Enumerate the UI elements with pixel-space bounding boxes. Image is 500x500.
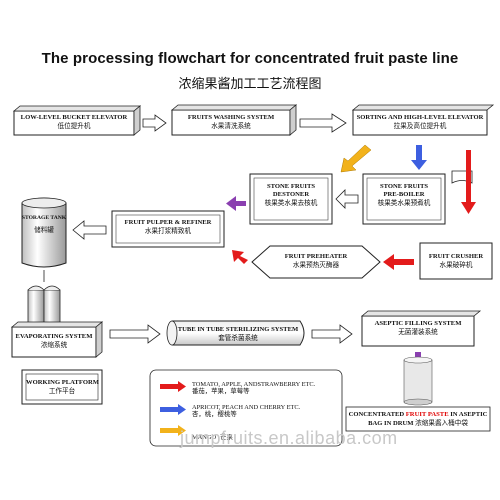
node-label-zh: 核果类水果去核机: [264, 199, 318, 207]
node-stone-fruits-destoner: STONE FRUITS DESTONER 核果类水果去核机: [254, 183, 328, 207]
node-sorting-high-level-elevator-shape: [351, 104, 495, 136]
legend-item-red: TOMATO, APPLE, ANDSTRAWBERRY ETC. 番茄，苹果，…: [192, 381, 315, 395]
node-label-zh: 拉果及高位提升机: [393, 122, 447, 130]
legend-arrow-blue: [160, 404, 186, 415]
node-label-en: PRE-BOILER: [383, 191, 425, 198]
node-label-zh: 水果打浆精致机: [144, 227, 192, 235]
node-label-en2: BAG IN DRUM 浓缩果酱入桶中袋: [346, 419, 490, 428]
node-label-en: WORKING PLATFORM: [26, 379, 99, 386]
red-arrow-crusher-to-preheater: [383, 254, 414, 270]
node-low-level-bucket-elevator: LOW-LEVEL BUCKET ELEVATOR 低位提升机: [14, 114, 134, 130]
node-label-en: EVAPORATING SYSTEM: [15, 333, 93, 340]
node-concentrated-fruit-paste-box: [345, 406, 491, 432]
page-subtitle: 浓缩果酱加工工艺流程图: [178, 77, 322, 92]
node-concentrated-fruit-paste: CONCENTRATED FRUIT PASTE IN ASEPTIC BAG …: [346, 411, 490, 428]
node-aseptic-filling-system: ASEPTIC FILLING SYSTEM 无菌灌装系统: [362, 320, 474, 336]
orange-arrow-sorting-to-destoner: [340, 144, 372, 173]
storage-tank-shape: [21, 197, 67, 268]
node-working-platform: WORKING PLATFORM 工作平台: [26, 379, 99, 395]
legend-en: APRICOT, PEACH AND CHERRY ETC.: [192, 404, 301, 411]
node-evaporating-system-shape: [10, 321, 104, 358]
node-label-zh: 浓缩系统: [40, 341, 68, 349]
node-fruit-crusher: FRUIT CRUSHER 水果破碎机: [420, 253, 492, 269]
arrow-bucket-to-washing: [142, 114, 167, 132]
node-label-zh: 核果类水果预煮机: [377, 199, 431, 207]
node-label-en: FRUITS WASHING SYSTEM: [187, 114, 275, 121]
node-label-zh: 低位提升机: [57, 122, 91, 130]
node-label-en: SORTING AND HIGH-LEVEL ELEVATOR: [356, 114, 484, 121]
label-highlight: FRUIT PASTE: [405, 411, 449, 418]
node-low-level-bucket-elevator-shape: [12, 105, 142, 136]
node-label-zh: 储料罐: [34, 226, 54, 234]
node-stone-fruits-preboiler-shape: [362, 173, 446, 225]
aseptic-drum-icon: [403, 356, 433, 406]
page-title: The processing flowchart for concentrate…: [41, 50, 459, 67]
label-part: BAG IN DRUM: [368, 420, 414, 427]
legend-zh: 芒果: [220, 433, 233, 441]
label-part: CONCENTRATED: [348, 411, 406, 418]
node-tube-in-tube-shape: [166, 320, 305, 346]
node-label-zh: 水果破碎机: [439, 261, 473, 269]
node-working-platform-shape: [21, 369, 103, 405]
legend-zh: 杏，桃，樱桃等: [192, 410, 237, 418]
node-fruit-preheater-shape: [251, 245, 381, 279]
label-part: IN ASEPTIC: [448, 411, 488, 418]
legend-zh: 番茄，苹果，草莓等: [192, 387, 250, 395]
node-label-zh: 水果预热灭酶器: [292, 261, 340, 269]
node-stone-fruits-destoner-shape: [249, 173, 333, 225]
node-fruit-preheater: FRUIT PREHEATER 水果预热灭酶器: [260, 253, 372, 269]
node-label-en: FRUIT PULPER & REFINER: [124, 219, 212, 226]
node-fruits-washing-system-shape: [170, 104, 298, 136]
node-label-en: TUBE IN TUBE STERILIZING SYSTEM: [177, 326, 299, 333]
legend-arrow-orange: [160, 425, 186, 436]
node-fruits-washing-system: FRUITS WASHING SYSTEM 水果清洗系统: [172, 114, 290, 130]
node-label-zh: 工作平台: [48, 387, 76, 395]
node-label-en: LOW-LEVEL BUCKET ELEVATOR: [20, 114, 128, 121]
legend-arrow-red: [160, 381, 186, 392]
node-label-en: FRUIT CRUSHER: [428, 253, 484, 260]
node-tube-in-tube-sterilizing-system: TUBE IN TUBE STERILIZING SYSTEM 套管杀菌系统: [176, 326, 300, 342]
node-sorting-high-level-elevator: SORTING AND HIGH-LEVEL ELEVATOR 拉果及高位提升机: [353, 114, 487, 130]
node-label-zh: 无菌灌装系统: [398, 328, 438, 336]
node-label-zh: 套管杀菌系统: [218, 334, 258, 342]
node-fruit-pulper-refiner-shape: [111, 210, 225, 248]
node-evaporating-system: EVAPORATING SYSTEM 浓缩系统: [12, 333, 96, 349]
legend-item-blue: APRICOT, PEACH AND CHERRY ETC. 杏，桃，樱桃等: [192, 404, 300, 418]
purple-arrow-destoner-to-pulper: [226, 196, 246, 211]
node-label-en: ASEPTIC FILLING SYSTEM: [374, 320, 462, 327]
node-label-en: FRUIT PREHEATER: [284, 253, 348, 260]
arrow-pulper-to-tank: [72, 220, 107, 240]
arrow-evaporating-to-tube: [109, 324, 161, 344]
legend-en: MANGO: [192, 434, 217, 441]
label-zh: 浓缩果酱入桶中袋: [415, 419, 468, 427]
arrow-preboiler-to-destoner: [335, 189, 359, 209]
legend-item-orange: MANGO 芒果: [192, 426, 233, 444]
node-label-en: CONCENTRATED FRUIT PASTE IN ASEPTIC: [346, 411, 490, 419]
node-fruit-crusher-shape: [419, 242, 493, 280]
blue-arrow-sorting-to-preboiler: [411, 145, 427, 170]
watermark-text: jumpfruits.en.alibaba.com: [180, 428, 398, 448]
node-label-en: STONE FRUITS: [266, 183, 316, 190]
legend-en: TOMATO, APPLE, ANDSTRAWBERRY ETC.: [192, 381, 316, 388]
node-fruit-pulper-refiner: FRUIT PULPER & REFINER 水果打浆精致机: [112, 219, 224, 235]
node-stone-fruits-preboiler: STONE FRUITS PRE-BOILER 核果类水果预煮机: [367, 183, 441, 207]
node-label-en: STONE FRUITS: [379, 183, 429, 190]
red-arrow-preheater-to-pulper: [232, 250, 248, 264]
node-aseptic-filling-system-shape: [360, 310, 482, 347]
node-storage-tank: STORAGE TANK 储料罐: [16, 214, 72, 234]
node-label-en: DESTONER: [272, 191, 310, 198]
node-label-en: STORAGE TANK: [21, 215, 67, 221]
legend-box: [149, 369, 343, 447]
arrow-tube-to-aseptic: [311, 324, 353, 344]
arrow-washing-to-sorting: [299, 113, 347, 133]
node-label-zh: 水果清洗系统: [211, 122, 251, 130]
red-arrow-sorting-to-crusher: [461, 150, 476, 214]
